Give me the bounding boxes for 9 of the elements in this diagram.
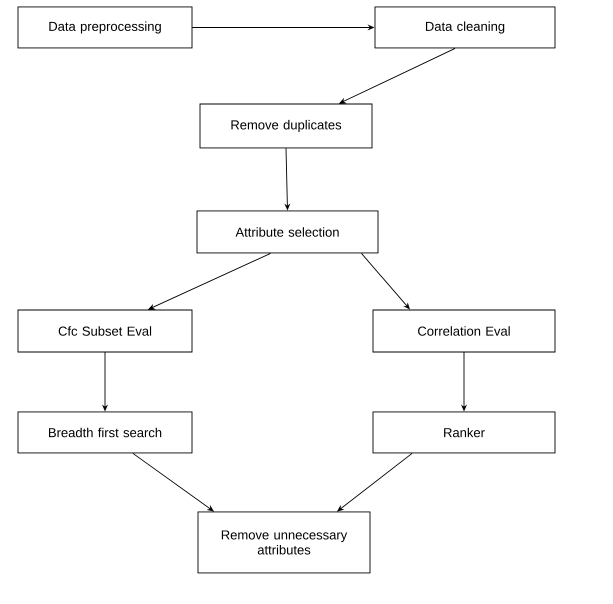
process-box: Remove unnecessary attributes	[198, 512, 370, 574]
process-box: Ranker	[372, 412, 556, 454]
process-box: Cfc Subset Eval	[18, 310, 192, 352]
process-box: Correlation Eval	[372, 310, 556, 352]
process-box: Breadth first search	[18, 412, 192, 454]
process-box: Data cleaning	[374, 6, 556, 48]
process-box: Remove duplicates	[200, 104, 372, 148]
process-box: Data preprocessing	[18, 6, 192, 48]
process-box: Attribute selection	[196, 210, 378, 254]
